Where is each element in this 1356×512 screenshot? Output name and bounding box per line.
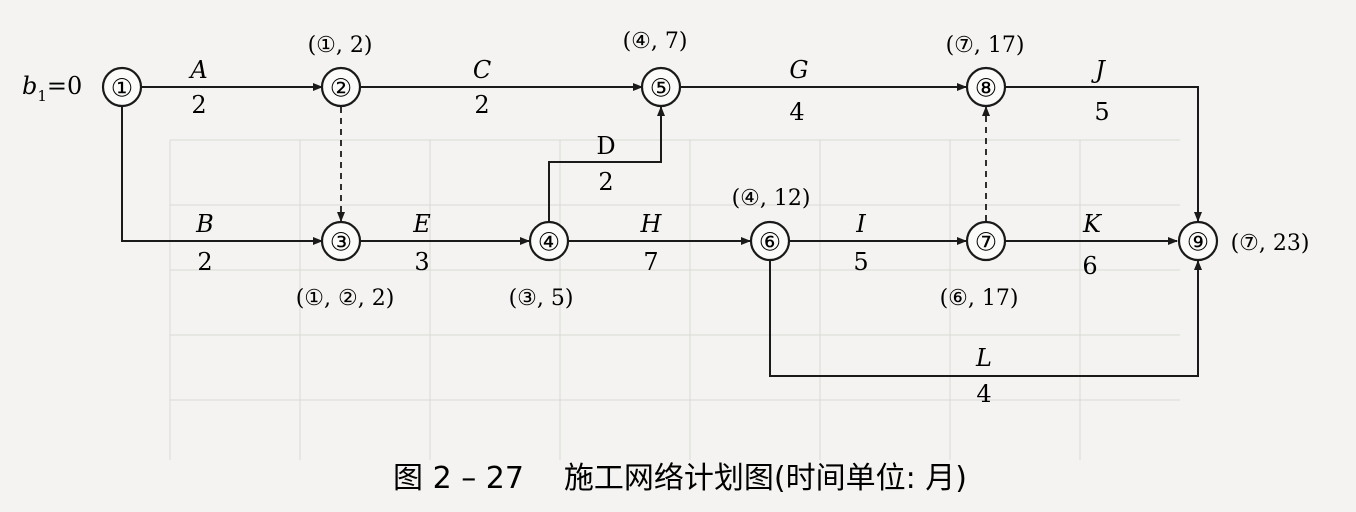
node-4: ④ xyxy=(528,220,570,262)
node-2: ② xyxy=(320,66,362,108)
activity-duration-G: 4 xyxy=(789,98,804,126)
node-label-8: ⑧ xyxy=(975,74,997,103)
activity-name-K: K xyxy=(1082,210,1103,238)
activity-arrow-D xyxy=(548,106,665,222)
activity-name-E: E xyxy=(412,210,431,238)
node-annotation-2: (①, 2) xyxy=(308,33,373,58)
node-annotation-4: (③, 5) xyxy=(509,286,574,311)
activity-name-C: C xyxy=(473,56,491,84)
activity-name-H: H xyxy=(640,210,663,238)
activity-duration-D: 2 xyxy=(598,168,613,196)
activity-name-J: J xyxy=(1090,56,1106,84)
activity-duration-I: 5 xyxy=(853,248,868,276)
activity-duration-B: 2 xyxy=(197,248,212,276)
node-label-4: ④ xyxy=(538,228,560,257)
node-annotation-8: (⑦, 17) xyxy=(946,33,1025,58)
activity-duration-C: 2 xyxy=(474,91,489,119)
node-7: ⑦ xyxy=(965,220,1007,262)
activity-arrow-J xyxy=(1006,86,1202,222)
node-annotation-9: (⑦, 23) xyxy=(1231,231,1310,256)
figure-caption: 图 2 – 27 施工网络计划图(时间单位: 月) xyxy=(393,461,967,496)
activity-arrow-B xyxy=(121,107,323,245)
activity-duration-E: 3 xyxy=(414,248,429,276)
activity-name-B: B xyxy=(195,210,214,238)
activity-name-D: D xyxy=(596,132,615,160)
activity-duration-J: 5 xyxy=(1094,98,1109,126)
node-annotation-3: (①, ②, 2) xyxy=(296,286,395,311)
activity-duration-H: 7 xyxy=(643,248,658,276)
activity-duration-L: 4 xyxy=(976,380,991,408)
node-8: ⑧ xyxy=(965,66,1007,108)
node-annotation-7: (⑥, 17) xyxy=(940,286,1019,311)
node-label-9: ⑨ xyxy=(1187,228,1209,257)
node-label-3: ③ xyxy=(330,228,352,257)
node-label-2: ② xyxy=(330,74,352,103)
activity-name-I: I xyxy=(855,210,866,238)
node-5: ⑤ xyxy=(640,66,682,108)
node-annotation-5: (④, 7) xyxy=(623,29,688,54)
node-6: ⑥ xyxy=(749,220,791,262)
activity-duration-A: 2 xyxy=(191,91,206,119)
start-time-label: b1=0 xyxy=(22,72,82,105)
figure-number: 图 2 – 27 xyxy=(393,461,524,496)
node-label-7: ⑦ xyxy=(975,228,997,257)
figure-title: 施工网络计划图(时间单位: 月) xyxy=(564,461,967,496)
activity-duration-K: 6 xyxy=(1082,252,1097,280)
node-9: ⑨ xyxy=(1177,220,1219,262)
node-3: ③ xyxy=(320,220,362,262)
node-label-5: ⑤ xyxy=(650,74,672,103)
node-annotation-6: (④, 12) xyxy=(732,186,811,211)
activity-name-L: L xyxy=(975,344,992,372)
activity-name-G: G xyxy=(789,56,808,84)
node-1: ① xyxy=(101,66,143,108)
node-label-6: ⑥ xyxy=(759,228,781,257)
activity-name-A: A xyxy=(188,56,207,84)
activity-arrow-L xyxy=(769,260,1202,377)
background-grid xyxy=(169,139,1180,460)
node-label-1: ① xyxy=(111,74,133,103)
